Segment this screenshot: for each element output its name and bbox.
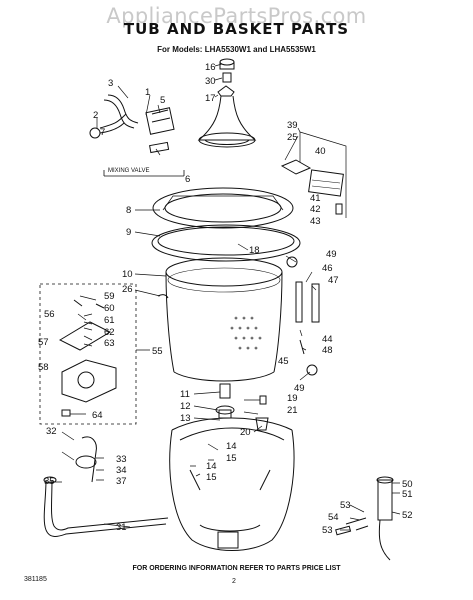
pump-assembly (39, 283, 137, 425)
callout-62: 62 (104, 327, 115, 338)
callout-20: 20 (240, 427, 251, 438)
callout-17: 17 (205, 93, 216, 104)
callout-35: 35 (44, 476, 55, 487)
agitator-assembly (197, 58, 257, 148)
callout-46: 46 (322, 263, 333, 274)
callout-55: 55 (152, 346, 163, 357)
standpipe (335, 476, 394, 561)
mixing-valve-assembly (89, 94, 185, 177)
callout-51: 51 (402, 489, 413, 500)
callout-43: 43 (310, 216, 321, 227)
diagram-title: TUB AND BASKET PARTS (123, 20, 350, 38)
callout-40: 40 (315, 146, 326, 157)
callout-9: 9 (126, 227, 131, 238)
tub-ring (151, 187, 301, 262)
callout-31: 31 (116, 522, 127, 533)
callout-44: 44 (322, 334, 333, 345)
callout-16: 16 (205, 62, 216, 73)
callout-21: 21 (287, 405, 298, 416)
callout-11: 11 (180, 389, 190, 400)
callout-14-right: 14 (226, 441, 237, 452)
callout-13: 13 (180, 413, 191, 424)
callout-1: 1 (145, 87, 150, 98)
leader-lines (48, 63, 401, 531)
callout-3: 3 (108, 78, 113, 89)
callout-2: 2 (93, 110, 98, 121)
callout-32: 32 (46, 426, 57, 437)
document-code: 381185 (24, 576, 47, 583)
callout-26: 26 (122, 284, 133, 295)
watermark: AppliancePartsPros.com (106, 4, 367, 28)
suspension-parts (286, 256, 320, 376)
callout-47: 47 (328, 275, 339, 286)
callout-15-left: 15 (206, 472, 217, 483)
callout-19: 19 (287, 393, 298, 404)
callout-60: 60 (104, 303, 115, 314)
callout-53-bottom: 53 (322, 525, 333, 536)
callout-48: 48 (322, 345, 333, 356)
mixing-valve-label: MIXING VALVE (108, 168, 149, 174)
callout-6: 6 (185, 174, 190, 185)
drive-parts (215, 383, 269, 431)
callout-57: 57 (38, 337, 49, 348)
callout-63: 63 (104, 338, 115, 349)
callout-54: 54 (328, 512, 339, 523)
callout-50: 50 (402, 479, 413, 490)
callout-61: 61 (104, 315, 115, 326)
callout-10: 10 (122, 269, 133, 280)
callout-30: 30 (205, 76, 216, 87)
callout-18: 18 (249, 245, 260, 256)
callout-58: 58 (38, 362, 49, 373)
callout-8: 8 (126, 205, 131, 216)
callout-64: 64 (92, 410, 103, 421)
callout-42: 42 (310, 204, 321, 215)
callout-5: 5 (160, 95, 165, 106)
callout-15-right: 15 (226, 453, 237, 464)
callout-59: 59 (104, 291, 115, 302)
callout-56: 56 (44, 309, 55, 320)
model-numbers: For Models: LHA5530W1 and LHA5535W1 (157, 45, 316, 54)
callout-52: 52 (402, 510, 413, 521)
callout-33: 33 (116, 454, 127, 465)
callout-41: 41 (310, 193, 321, 204)
ordering-info: FOR ORDERING INFORMATION REFER TO PARTS … (132, 565, 341, 572)
callout-numbers: 16 30 17 3 1 5 2 7 6 39 25 40 41 42 43 8… (38, 62, 413, 536)
callout-34: 34 (116, 465, 127, 476)
callout-25: 25 (287, 132, 298, 143)
outer-tub (169, 417, 295, 551)
drain-hose (43, 436, 169, 537)
callout-14-left: 14 (206, 461, 217, 472)
lid-switch (280, 131, 347, 218)
callout-45: 45 (278, 356, 289, 367)
callout-53-top: 53 (340, 500, 351, 511)
callout-37: 37 (116, 476, 127, 487)
wash-basket (157, 257, 283, 382)
callout-12: 12 (180, 401, 191, 412)
callout-49-bottom: 49 (294, 383, 305, 394)
callout-7: 7 (100, 127, 105, 138)
callout-49-top: 49 (326, 249, 337, 260)
page-number: 2 (232, 578, 236, 585)
callout-39: 39 (287, 120, 298, 131)
